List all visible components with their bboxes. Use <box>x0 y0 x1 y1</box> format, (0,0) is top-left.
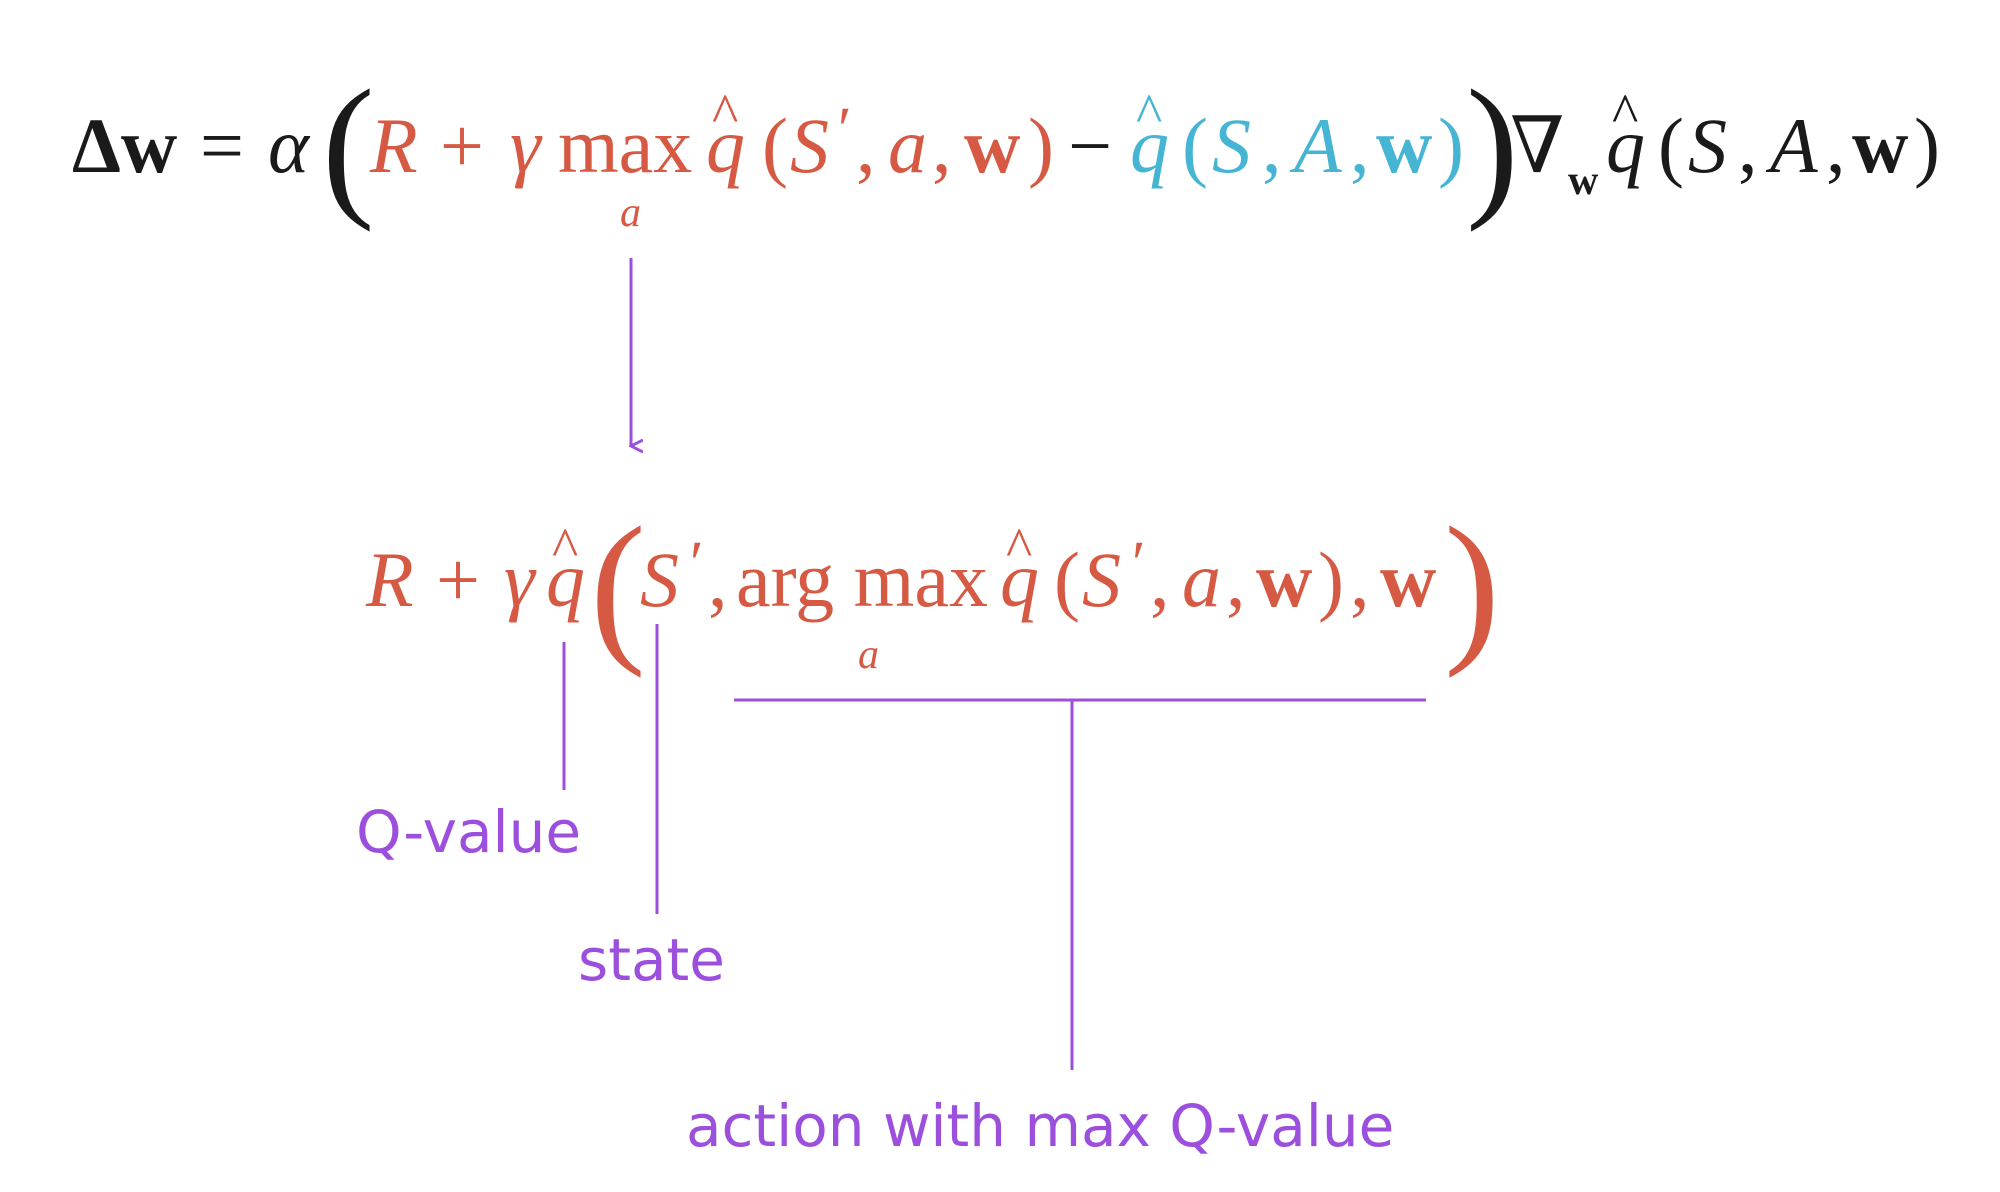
target-comma-1: , <box>856 102 876 189</box>
current-rparen: ) <box>1438 102 1464 189</box>
lower-S2: S <box>1082 536 1121 623</box>
target-lparen: ( <box>762 102 788 189</box>
target-q: q <box>706 102 745 189</box>
grad-q-hat: ^ <box>1612 83 1638 145</box>
grad-q: q <box>1606 102 1645 189</box>
target-a: a <box>888 102 927 189</box>
lower-S-prime: ′ <box>690 530 704 598</box>
action-label: action with max Q-value <box>686 1092 1394 1160</box>
current-estimate: q ^ ( S , A , w ) <box>1130 83 1464 189</box>
alpha-symbol: α <box>268 102 311 189</box>
lower-argmax: arg max <box>736 536 988 623</box>
td-target: R + γ max a q ^ ( S ′ , a , w ) <box>369 83 1054 236</box>
target-S-prime: ′ <box>838 96 852 164</box>
target-max: max <box>558 102 692 189</box>
lower-comma-4: , <box>1350 536 1370 623</box>
q-value-label: Q-value <box>356 798 581 866</box>
lower-comma-3: , <box>1226 536 1246 623</box>
grad-rparen: ) <box>1914 102 1940 189</box>
outer-left-paren: ( <box>322 58 375 233</box>
lower-argmax-subscript: a <box>858 632 879 678</box>
current-comma-2: , <box>1350 102 1370 189</box>
lower-plus: + <box>436 536 480 623</box>
target-q-hat: ^ <box>712 83 738 145</box>
lower-q2-hat: ^ <box>1006 517 1032 579</box>
lower-rparen: ) <box>1318 536 1344 623</box>
lower-R: R <box>365 536 414 623</box>
delta-w: Δw <box>72 102 177 189</box>
lower-q-hat: ^ <box>552 517 578 579</box>
target-rparen: ) <box>1028 102 1054 189</box>
lower-q2: q <box>1000 536 1039 623</box>
lower-lparen: ( <box>1054 536 1080 623</box>
grad-comma-1: , <box>1738 102 1758 189</box>
grad-S: S <box>1688 102 1727 189</box>
lower-S2-prime: ′ <box>1132 530 1146 598</box>
equals-sign: = <box>200 102 244 189</box>
grad-w: w <box>1852 102 1908 189</box>
lower-comma-1: , <box>708 536 728 623</box>
minus-sign: − <box>1068 102 1112 189</box>
state-label: state <box>578 926 725 994</box>
current-q: q <box>1130 102 1169 189</box>
current-q-hat: ^ <box>1136 83 1162 145</box>
current-lparen: ( <box>1182 102 1208 189</box>
lower-gamma: γ <box>504 536 537 623</box>
annotation-lines <box>562 624 1426 1070</box>
top-equation: Δw = α ( R + γ max a q ^ ( S ′ , a , w )… <box>72 58 1940 236</box>
grad-comma-2: , <box>1826 102 1846 189</box>
target-gamma: γ <box>510 102 543 189</box>
lower-S: S <box>640 536 679 623</box>
nabla-subscript-w: w <box>1568 158 1599 204</box>
target-max-subscript: a <box>620 190 641 236</box>
current-comma-1: , <box>1262 102 1282 189</box>
lower-w: w <box>1256 536 1312 623</box>
target-plus: + <box>440 102 484 189</box>
lower-q: q <box>546 536 585 623</box>
lower-comma-2: , <box>1150 536 1170 623</box>
annotation-labels: Q-value state action with max Q-value <box>356 798 1394 1160</box>
target-w: w <box>964 102 1020 189</box>
lower-a: a <box>1182 536 1221 623</box>
target-S: S <box>790 102 829 189</box>
lower-equation: R + γ q ^ ( S ′ , arg max a q ^ ( S ′ , … <box>365 493 1500 679</box>
nabla-symbol: ∇ <box>1510 102 1564 189</box>
lower-big-rparen: ) <box>1444 493 1500 679</box>
lower-w2: w <box>1380 536 1436 623</box>
target-comma-2: , <box>932 102 952 189</box>
target-R: R <box>369 102 418 189</box>
lower-big-lparen: ( <box>590 493 646 679</box>
current-S: S <box>1212 102 1251 189</box>
grad-A: A <box>1765 102 1818 189</box>
grad-lparen: ( <box>1658 102 1684 189</box>
gradient-term: ∇ w q ^ ( S , A , w ) <box>1510 83 1940 204</box>
outer-right-paren: ) <box>1466 58 1519 233</box>
current-A: A <box>1289 102 1342 189</box>
current-w: w <box>1376 102 1432 189</box>
